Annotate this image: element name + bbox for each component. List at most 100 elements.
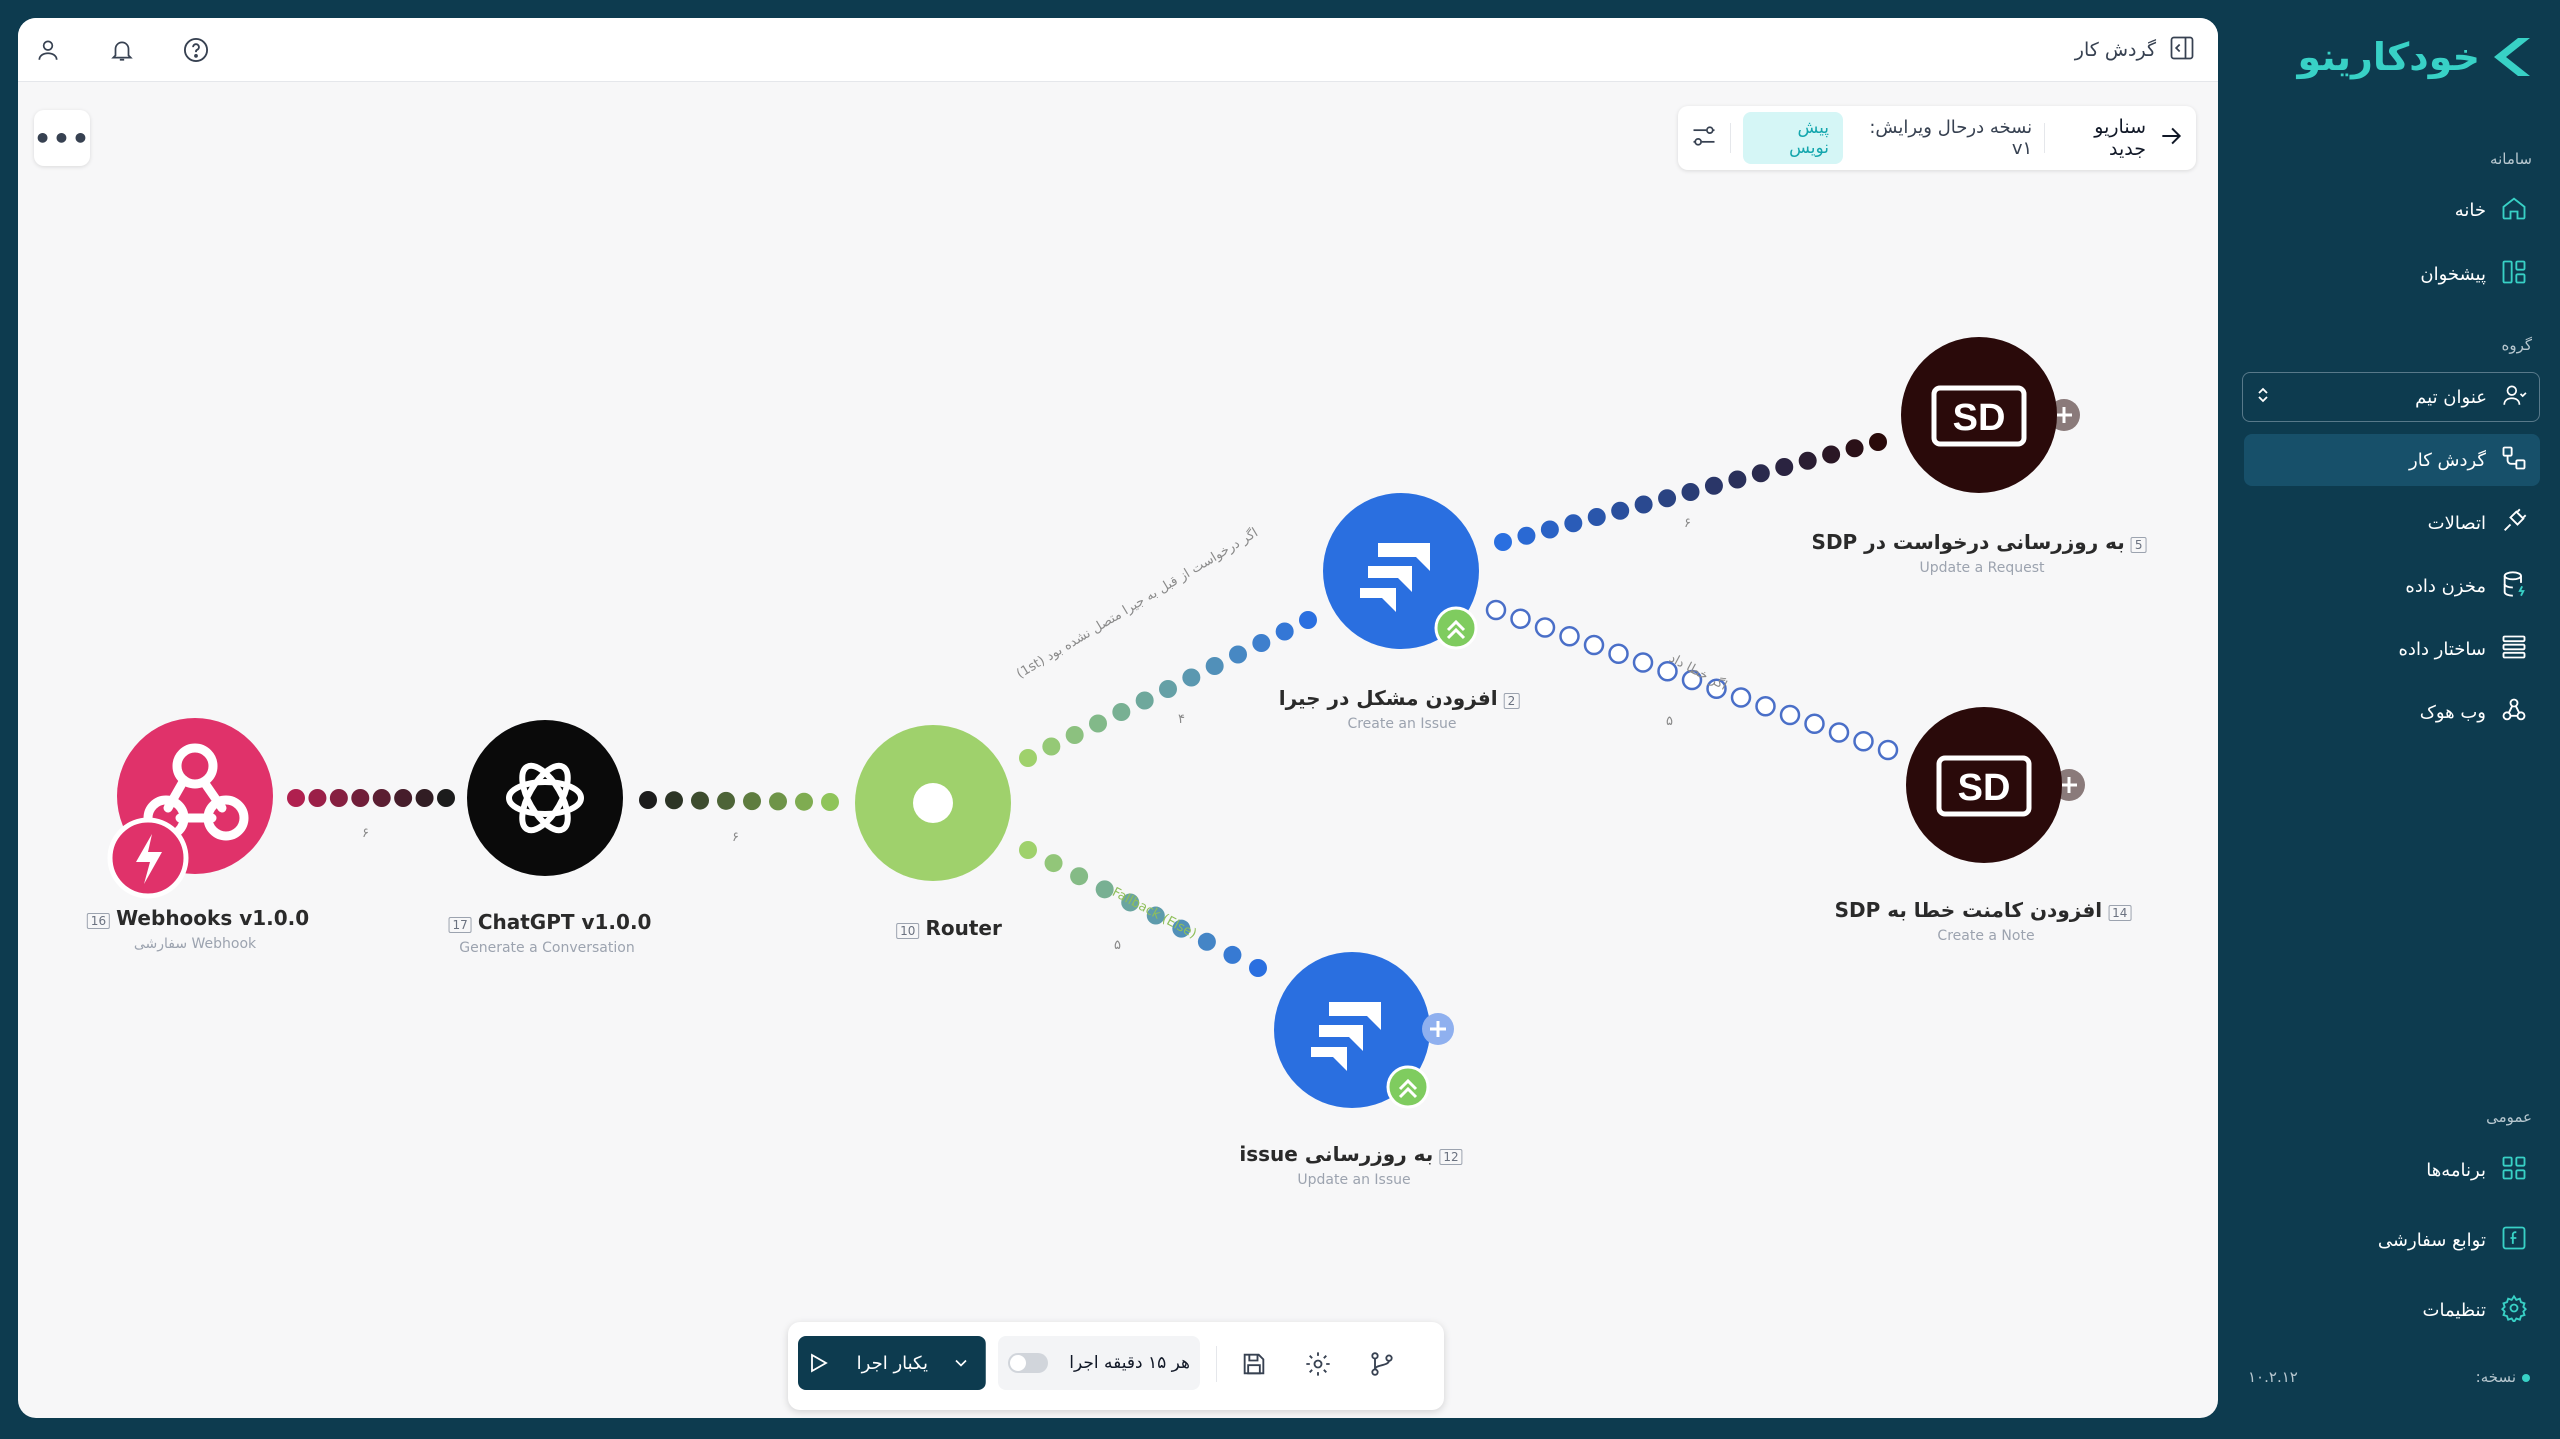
sidebar-toggle-icon[interactable] xyxy=(2168,34,2196,66)
gear-icon[interactable] xyxy=(1298,1344,1338,1384)
back-arrow-icon[interactable] xyxy=(2158,123,2184,153)
chevron-up-down-icon xyxy=(2255,385,2271,410)
sidebar-item-settings[interactable]: تنظیمات xyxy=(2244,1284,2540,1336)
edge-count-label: ۵ xyxy=(1114,938,1121,953)
node-number: 5 xyxy=(2130,536,2147,553)
connector-dot xyxy=(1172,919,1191,938)
connector-dot xyxy=(1095,880,1114,899)
workflow-icon xyxy=(2500,444,2528,477)
connector-dot-hollow xyxy=(1706,678,1727,699)
node-subtitle: سفارشی Webhook xyxy=(133,936,257,952)
top-bar: گردش کار xyxy=(18,18,2218,82)
router-node[interactable] xyxy=(855,725,1011,881)
scenario-version: نسخه درحال ویرایش: v۱ xyxy=(1869,117,2033,159)
run-once-button[interactable]: یکبار اجرا xyxy=(798,1336,986,1390)
connector-dot xyxy=(769,792,787,811)
connector-dot xyxy=(1065,726,1084,744)
jira-update-issue-node[interactable] xyxy=(1274,952,1454,1109)
schedule-control[interactable]: هر ۱۵ دقیقه اجرا xyxy=(998,1336,1200,1390)
logo-icon xyxy=(2494,38,2530,76)
plus-icon[interactable] xyxy=(1430,1021,1446,1037)
more-options-button[interactable]: ••• xyxy=(34,110,90,166)
save-icon[interactable] xyxy=(1234,1344,1274,1384)
webhooks-node[interactable] xyxy=(107,718,273,899)
connector-dot-hollow xyxy=(1632,652,1654,673)
connector-dot xyxy=(717,791,735,810)
connector-dot xyxy=(1681,483,1700,501)
plug-icon xyxy=(2500,507,2528,540)
connector-dot-hollow xyxy=(1657,661,1678,682)
logo-text: خودکارینو xyxy=(2297,35,2481,79)
sidebar-item-dashboard[interactable]: پیشخوان xyxy=(2244,248,2540,300)
branch-icon[interactable] xyxy=(1362,1344,1402,1384)
team-select[interactable]: عنوان تیم xyxy=(2242,372,2540,422)
connector-dot xyxy=(821,793,839,811)
sidebar-item-datastructure[interactable]: ساختار داده xyxy=(2244,623,2540,675)
sidebar-item-home[interactable]: خانه xyxy=(2244,184,2540,236)
sidebar-item-connections[interactable]: اتصالات xyxy=(2244,497,2540,549)
help-icon[interactable] xyxy=(176,30,216,70)
jira-add-issue-node[interactable] xyxy=(1323,493,1479,650)
node-subtitle: Create an Issue xyxy=(1347,716,1457,732)
scenario-name[interactable]: سناریو جدید xyxy=(2094,116,2146,160)
connector-dot xyxy=(1704,476,1723,495)
sidebar-item-custom-functions[interactable]: توابع سفارشی xyxy=(2244,1214,2540,1266)
connector-dot xyxy=(1249,959,1267,977)
sdp-add-note-node[interactable]: SD xyxy=(1906,707,2085,863)
node-number: 14 xyxy=(2108,904,2132,921)
connector-dot-hollow xyxy=(1853,731,1874,752)
schedule-toggle[interactable] xyxy=(1008,1353,1048,1373)
sdp-update-request-node[interactable]: SD xyxy=(1901,337,2080,493)
node-number: 10 xyxy=(896,922,920,939)
connector-dot xyxy=(1728,470,1747,489)
plus-icon[interactable] xyxy=(2061,777,2077,793)
sidebar-item-datastore[interactable]: مخزن داده xyxy=(2244,560,2540,612)
connector-dot xyxy=(1135,691,1154,710)
filter-settings-icon[interactable] xyxy=(1690,122,1718,154)
app-version: نسخه: ۱۰.۲.۱۲ xyxy=(2248,1368,2530,1386)
node-title: Router xyxy=(925,916,1002,940)
sidebar-item-workflow[interactable]: گردش کار xyxy=(2244,434,2540,486)
connector-dot-hollow xyxy=(1755,696,1776,717)
connector-dot xyxy=(1159,680,1177,698)
connector-dot xyxy=(394,789,413,807)
sidebar-item-label: تنظیمات xyxy=(2422,1299,2486,1321)
connector-dot xyxy=(1517,526,1536,545)
plus-icon[interactable] xyxy=(2056,407,2072,423)
run-once-label: یکبار اجرا xyxy=(856,1352,928,1374)
connector-dot xyxy=(1121,893,1140,912)
sidebar-item-webhook[interactable]: وب هوک xyxy=(2244,686,2540,738)
gear-icon xyxy=(2500,1294,2528,1327)
section-title: سامانه xyxy=(2490,150,2532,168)
divider xyxy=(1729,123,1731,153)
sidebar-item-label: اتصالات xyxy=(2427,512,2486,534)
chatgpt-node[interactable] xyxy=(467,720,623,876)
version-label: نسخه: xyxy=(2475,1368,2516,1386)
connector-dot xyxy=(372,789,391,807)
connector-dot xyxy=(1252,634,1271,652)
user-icon[interactable] xyxy=(28,30,68,70)
brand-logo[interactable]: خودکارینو xyxy=(2297,34,2532,80)
sidebar-item-label: توابع سفارشی xyxy=(2377,1229,2486,1251)
sidebar-item-apps[interactable]: برنامه‌ها xyxy=(2244,1144,2540,1196)
play-icon xyxy=(798,1351,838,1375)
connector-dot-hollow xyxy=(1730,687,1752,708)
connector-dot xyxy=(1229,645,1247,664)
schedule-label: هر ۱۵ دقیقه اجرا xyxy=(1069,1353,1190,1373)
sidebar-item-label: برنامه‌ها xyxy=(2426,1159,2486,1181)
sdp-update-request-node-label: 5به روزرسانی درخواست در SDP Update a Req… xyxy=(1812,530,2153,576)
connector-dot xyxy=(351,789,370,807)
section-title: عمومی xyxy=(2486,1108,2532,1126)
jira-icon xyxy=(1311,1002,1381,1071)
connector-dot xyxy=(1494,533,1512,551)
connector-dot xyxy=(329,789,348,807)
edge-count-label: ۶ xyxy=(1684,516,1691,531)
chevron-down-icon[interactable] xyxy=(936,1336,986,1390)
node-number: 12 xyxy=(1439,1148,1463,1165)
connector-dot xyxy=(1564,514,1583,533)
bell-icon[interactable] xyxy=(102,30,142,70)
connector-dot xyxy=(1798,451,1817,470)
chevrons-up-icon xyxy=(1398,1078,1418,1099)
connector-dot-hollow xyxy=(1510,608,1531,629)
connector-dot xyxy=(308,789,327,807)
